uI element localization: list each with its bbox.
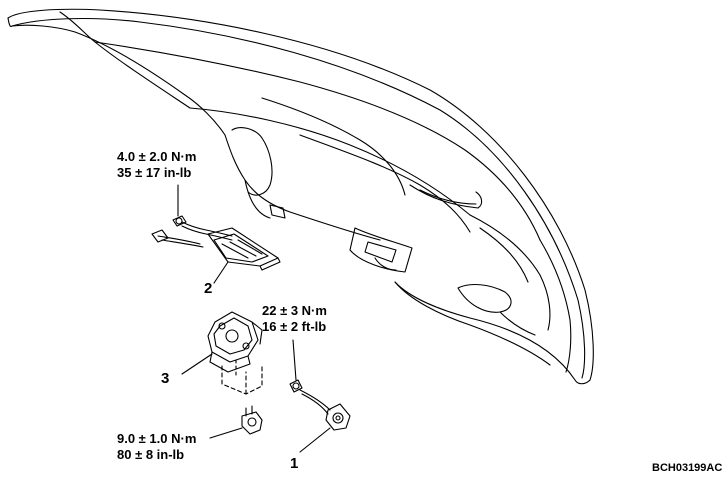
part-1-cylinder <box>289 379 351 431</box>
callout-1: 1 <box>290 455 299 472</box>
figure-code: BCH03199AC <box>652 462 723 474</box>
leader-torque-bottom <box>209 427 243 439</box>
part-3-latch <box>207 311 263 395</box>
trunk-lid-panel <box>7 8 594 385</box>
torque-spec-top: 4.0 ± 2.0 N·m 35 ± 17 in-lb <box>117 150 196 179</box>
leader-1 <box>299 427 331 453</box>
torque-spec-middle-imperial: 16 ± 2 ft-lb <box>262 319 327 334</box>
torque-spec-top-metric: 4.0 ± 2.0 N·m <box>117 149 197 164</box>
torque-spec-bottom-metric: 9.0 ± 1.0 N·m <box>117 431 197 446</box>
torque-spec-bottom: 9.0 ± 1.0 N·m 80 ± 8 in-lb <box>117 432 196 461</box>
torque-spec-bottom-imperial: 80 ± 8 in-lb <box>117 447 185 462</box>
callout-3: 3 <box>161 370 170 387</box>
leader-torque-mid <box>292 339 297 381</box>
callout-2: 2 <box>204 280 213 297</box>
torque-spec-top-imperial: 35 ± 17 in-lb <box>117 165 192 180</box>
latch-bolt <box>241 405 263 435</box>
torque-spec-middle-metric: 22 ± 3 N·m <box>262 303 327 318</box>
part-2-switch-assembly <box>151 215 281 271</box>
torque-spec-middle: 22 ± 3 N·m 16 ± 2 ft-lb <box>262 304 327 333</box>
leader-3 <box>181 353 213 375</box>
leader-2 <box>213 261 229 284</box>
